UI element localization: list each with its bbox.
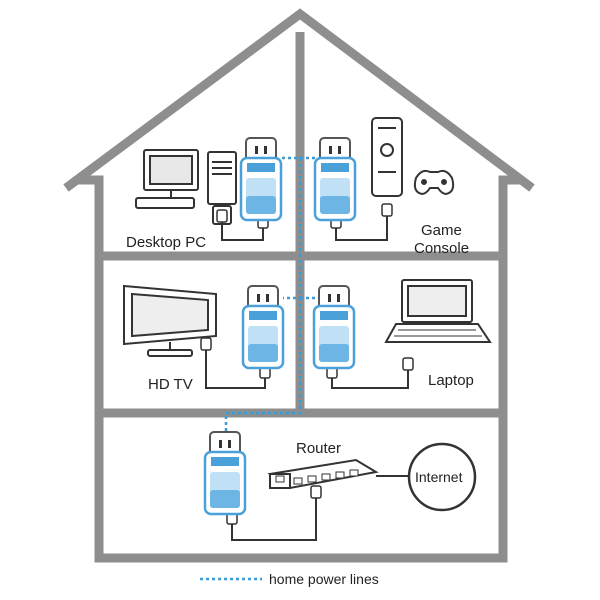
label-router: Router bbox=[296, 440, 342, 457]
powerline-adapter-icon bbox=[313, 137, 357, 222]
powerline-adapter-icon bbox=[239, 137, 283, 222]
label-desktop-pc: Desktop PC bbox=[126, 234, 207, 251]
legend-label: home power lines bbox=[269, 571, 379, 587]
label-laptop: Laptop bbox=[428, 372, 474, 389]
powerline-adapter-icon bbox=[203, 431, 247, 516]
device-cables bbox=[205, 212, 409, 541]
home-power-line bbox=[224, 156, 318, 440]
game-console-icon bbox=[371, 117, 403, 197]
router-icon bbox=[267, 458, 379, 490]
label-hd-tv: HD TV bbox=[148, 376, 193, 393]
laptop-icon bbox=[384, 279, 492, 343]
powerline-adapter-icon bbox=[241, 285, 285, 370]
hd-tv-icon bbox=[123, 284, 217, 357]
powerline-adapter-icon bbox=[312, 285, 356, 370]
gamepad-icon bbox=[413, 169, 455, 196]
label-game-console-line2: Console bbox=[414, 240, 470, 257]
label-game-console-line1: Game bbox=[421, 222, 462, 239]
desktop-pc-icon bbox=[135, 149, 237, 225]
label-internet: Internet bbox=[415, 469, 463, 485]
powerline-adapters bbox=[203, 137, 357, 516]
